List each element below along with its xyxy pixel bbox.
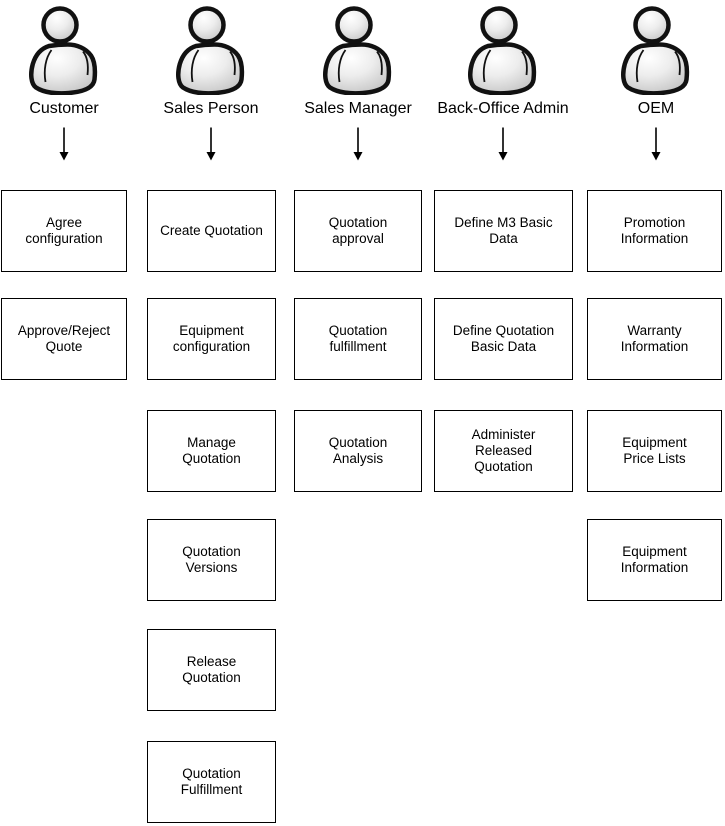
task-box: Release Quotation <box>147 629 276 711</box>
down-arrow-icon <box>498 127 508 161</box>
down-arrow-icon <box>206 127 216 161</box>
person-icon <box>323 6 392 95</box>
down-arrow-icon <box>59 127 69 161</box>
role-label-back-office-admin: Back-Office Admin <box>437 100 569 117</box>
role-label-sales-manager: Sales Manager <box>304 100 412 117</box>
task-box: Warranty Information <box>587 298 722 380</box>
person-icon <box>621 6 690 95</box>
role-label-oem: OEM <box>637 100 675 117</box>
task-box: Define Quotation Basic Data <box>434 298 573 380</box>
task-box: Manage Quotation <box>147 410 276 492</box>
person-icon <box>468 6 537 95</box>
role-label-sales-person: Sales Person <box>163 100 259 117</box>
task-box: Equipment Price Lists <box>587 410 722 492</box>
task-box: Create Quotation <box>147 190 276 272</box>
task-box: Quotation Analysis <box>294 410 422 492</box>
role-label-customer: Customer <box>29 100 99 117</box>
task-box: Equipment Information <box>587 519 722 601</box>
person-icon <box>176 6 245 95</box>
task-box: Approve/Reject Quote <box>1 298 127 380</box>
person-icon <box>29 6 98 95</box>
task-box: Quotation Fulfillment <box>147 741 276 823</box>
down-arrow-icon <box>353 127 363 161</box>
task-box: Administer Released Quotation <box>434 410 573 492</box>
task-box: Equipment configuration <box>147 298 276 380</box>
task-box: Define M3 Basic Data <box>434 190 573 272</box>
task-box: Promotion Information <box>587 190 722 272</box>
task-box: Quotation approval <box>294 190 422 272</box>
task-box: Quotation fulfillment <box>294 298 422 380</box>
task-box: Agree configuration <box>1 190 127 272</box>
task-box: Quotation Versions <box>147 519 276 601</box>
down-arrow-icon <box>651 127 661 161</box>
